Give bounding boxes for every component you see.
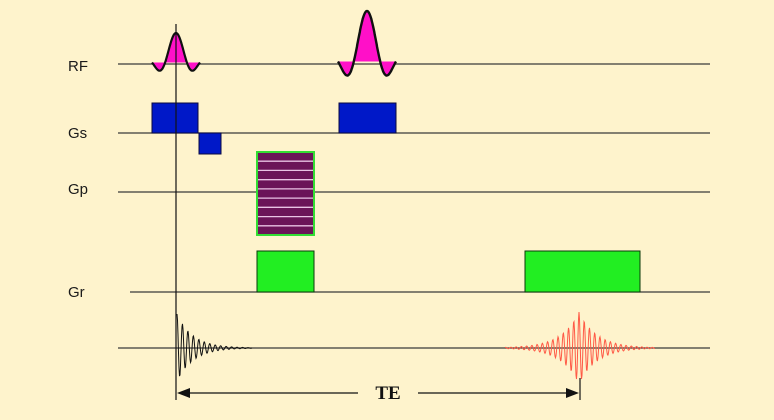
te-label: TE [375,383,400,404]
phase-encoding-block [256,151,315,236]
gp-row-label: Gp [68,181,88,198]
readout-dephase-gradient [256,250,315,293]
slice-select-gradient-2 [338,102,397,134]
phase-encoding-steps [258,160,313,227]
rf-refocusing-pulse-outline [336,9,398,77]
arrow-right-icon [566,388,579,398]
rf-refocusing-pulse [336,9,398,77]
gs-row-label: Gs [68,125,87,142]
fid-signal [176,313,253,377]
slice-rephase-gradient [198,132,222,155]
echo-signal [504,311,655,380]
slice-select-gradient-1 [151,102,199,134]
gr-row-label: Gr [68,284,85,301]
readout-gradient [524,250,641,293]
arrow-left-icon [177,388,190,398]
phase-encoding-gradient [256,151,315,236]
rf-row-label: RF [68,58,88,75]
rf-refocusing-pulse-fill [338,11,396,76]
te-arrow [177,388,579,398]
